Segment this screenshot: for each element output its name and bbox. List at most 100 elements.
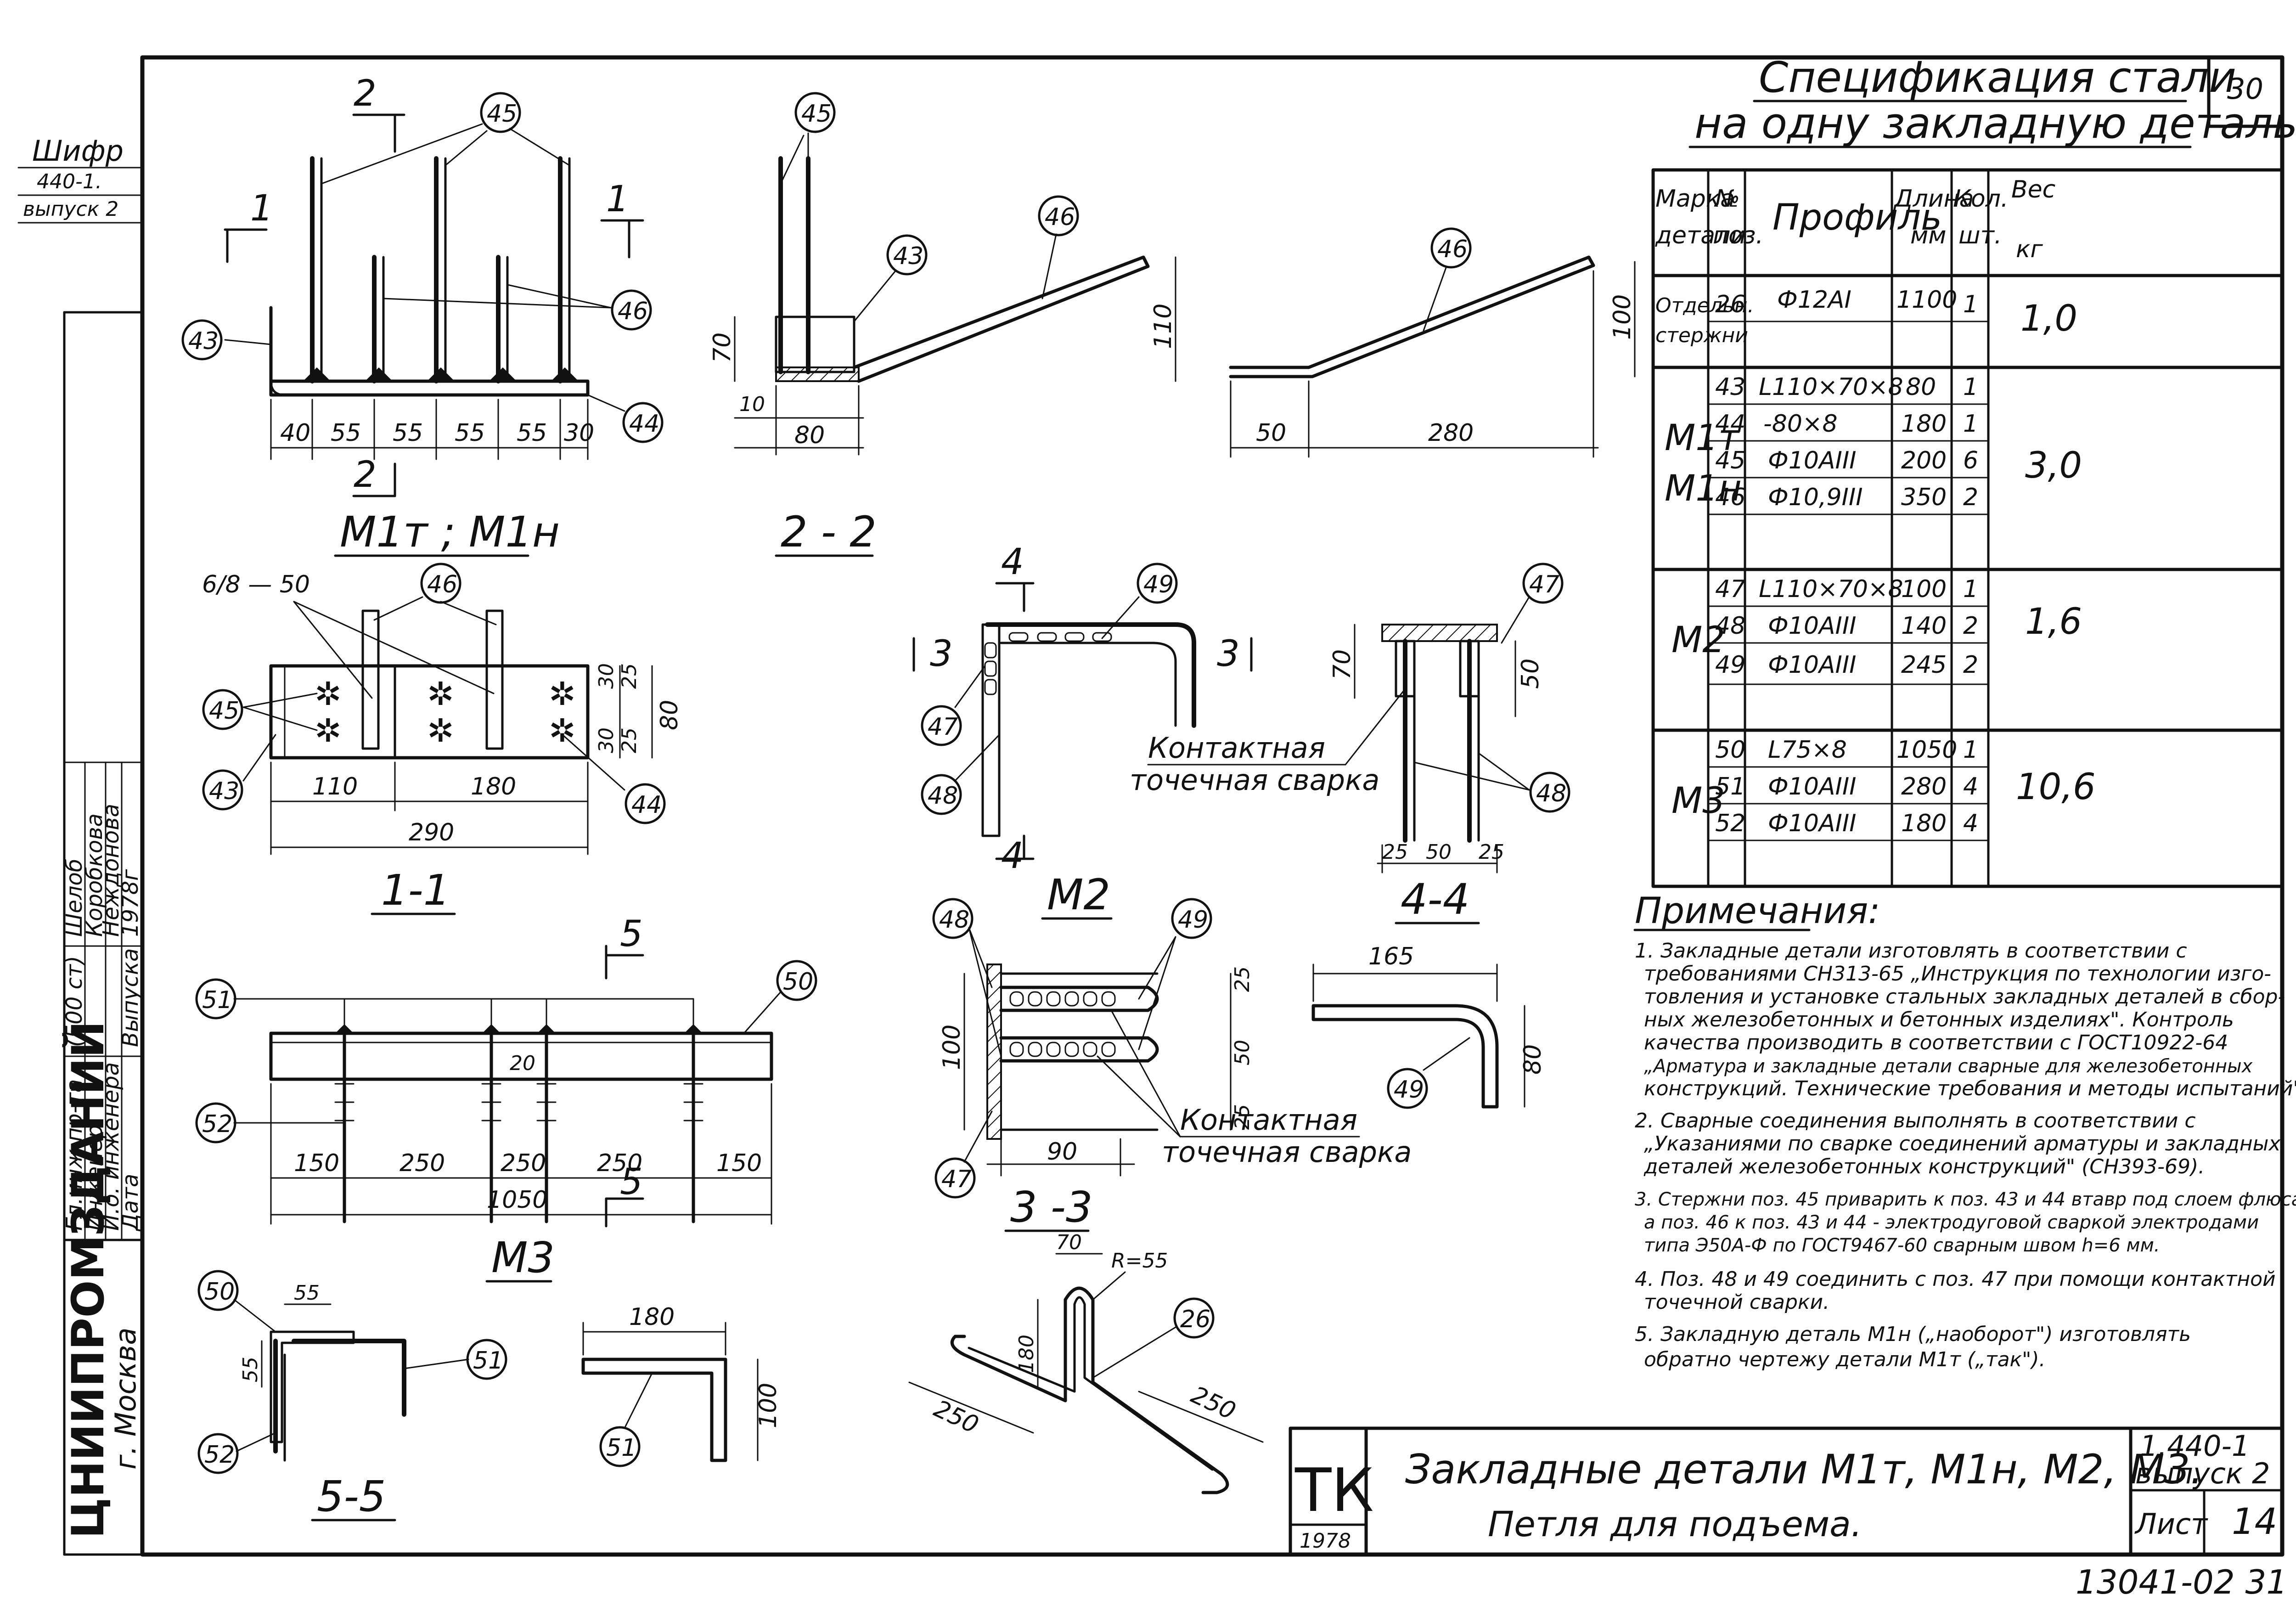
m2-section-4-bottom: 4 <box>1001 835 1024 877</box>
m1-dim-30: 30 <box>564 419 594 447</box>
s11-caption: 1-1 <box>381 866 450 915</box>
g1-r2-length: 200 <box>1901 447 1947 474</box>
bar51-dim-180: 180 <box>629 1303 675 1331</box>
m2-callout-49: 49 <box>1143 571 1174 598</box>
s22-callout-45: 45 <box>801 100 832 128</box>
s55-callout-52: 52 <box>204 1441 235 1469</box>
g3-r1-pos: 51 <box>1715 773 1745 800</box>
org-name: ЦНИИПРОМЗДАНИЙ <box>62 1021 114 1538</box>
s11-weld-note: 6/8 — 50 <box>202 571 310 598</box>
g2-r0-profile: L110×70×8 <box>1759 575 1903 603</box>
g3-r0-profile: L75×8 <box>1768 736 1847 764</box>
hdr-qty-1: Кол. <box>1954 185 2009 213</box>
sign-note-1: (500 ст) <box>62 956 87 1047</box>
hdr-weight-2: кг <box>2016 236 2043 263</box>
g0-r0-qty: 1 <box>1963 291 1978 318</box>
m2-callout-47: 47 <box>928 713 958 741</box>
m1-section-1-left: 1 <box>250 188 273 229</box>
s22-callout-43: 43 <box>893 242 923 270</box>
s22-dim-70: 70 <box>709 332 736 363</box>
g0-mark-1: Отдельн. <box>1655 294 1754 317</box>
s33-dim-100: 100 <box>938 1025 966 1070</box>
g2-r2-profile: Ф10АIII <box>1768 651 1857 679</box>
sheet-title-line2: Петля для подъема. <box>1488 1504 1862 1544</box>
view-m3: 51 50 52 20 150 250 250 250 150 1050 5 5… <box>195 913 817 1283</box>
m2-callout-48: 48 <box>928 782 958 810</box>
view-m1-front: 45 46 43 44 40 55 55 55 55 30 1 1 2 2 <box>181 73 664 557</box>
g0-weight: 1,0 <box>2020 298 2077 339</box>
m3-callout-52: 52 <box>202 1110 232 1138</box>
s11-weld-star-5: ✲ <box>549 675 576 713</box>
s11-callout-45: 45 <box>209 697 239 725</box>
g1-r3-pos: 46 <box>1715 484 1745 511</box>
m3-callout-51: 51 <box>202 986 232 1014</box>
s11-weld-star-4: ✲ <box>427 712 454 749</box>
note-line-1: 1. Закладные детали изготовлять в соотве… <box>1635 939 2187 963</box>
s33-dim-25b: 25 <box>1231 1104 1254 1130</box>
s55-callout-51: 51 <box>473 1347 503 1375</box>
view-m2-section-44: 47 48 70 50 25 50 25 4-4 <box>1328 563 1570 924</box>
view-lift-loop: 70 R=55 180 250 250 26 <box>908 1231 1264 1494</box>
bar51-dim-100: 100 <box>754 1383 782 1428</box>
g1-r0-pos: 43 <box>1715 373 1745 401</box>
g1-mark-2: М1н <box>1665 468 1742 509</box>
g1-r1-length: 180 <box>1901 410 1947 438</box>
g2-mark: М2 <box>1671 620 1725 661</box>
g0-r0-pos: 26 <box>1715 291 1745 318</box>
m1-section-2-bottom: 2 <box>354 454 377 496</box>
weld-note-2-line1: Контактная <box>1180 1103 1357 1137</box>
view-m2: 4 4 3 3 49 47 48 М2 <box>912 541 1253 920</box>
bar49-dim-80: 80 <box>1519 1044 1547 1075</box>
s11-dim-30b: 30 <box>595 727 618 753</box>
note-line-13: типа Э50А-Ф по ГОСТ9467-60 сварным швом … <box>1644 1235 2160 1256</box>
m3-section-5-top: 5 <box>620 913 643 955</box>
m3-dim-250a: 250 <box>400 1149 445 1177</box>
s44-dim-25a: 25 <box>1382 840 1408 864</box>
notes: Примечания: 1. Закладные детали изготовл… <box>1633 890 2296 1371</box>
hdr-pos-2: поз. <box>1713 222 1763 249</box>
s11-dim-180: 180 <box>471 773 516 800</box>
m2-section-4-top: 4 <box>1001 541 1024 583</box>
m1-dim-55d: 55 <box>517 419 547 447</box>
s55-caption: 5-5 <box>317 1472 386 1521</box>
view-m2-section-33: 48 49 47 100 90 25 50 25 3 -3 <box>932 898 1254 1232</box>
note-line-10: деталей железобетонных конструкций" (СН3… <box>1643 1155 2205 1178</box>
loop-dim-180: 180 <box>1015 1335 1038 1373</box>
s11-dim-110: 110 <box>312 773 358 800</box>
view-bar-46: 46 100 50 280 <box>1229 227 1636 458</box>
s55-dim-55a: 55 <box>294 1281 320 1305</box>
m1-section-1-right: 1 <box>606 179 629 220</box>
m3-callout-50: 50 <box>783 968 813 996</box>
m3-caption: М3 <box>491 1233 555 1282</box>
note-line-12: а поз. 46 к поз. 43 и 44 - электродугово… <box>1644 1212 2259 1233</box>
cipher-label: Шифр <box>32 134 124 168</box>
bar46-dim-50: 50 <box>1256 419 1286 447</box>
role-chief-engineer: Гл.инж.пр-та <box>62 1079 87 1231</box>
loop-dim-250-right: 250 <box>1187 1381 1240 1425</box>
m3-section-5-bottom: 5 <box>620 1161 643 1203</box>
g1-r0-profile: L110×70×8 <box>1759 373 1903 401</box>
weld-note-1: Контактная точечная сварка <box>1130 688 1406 797</box>
g2-r0-qty: 1 <box>1963 575 1978 603</box>
view-bar-51: 180 100 51 <box>581 1303 782 1467</box>
spec-title-line2: на одну закладную деталь <box>1694 99 2296 148</box>
g1-r1-profile: -80×8 <box>1763 410 1838 438</box>
sheet-title-line1: Закладные детали М1т, М1н, М2, М3. <box>1405 1446 2203 1493</box>
g2-r1-profile: Ф10АIII <box>1768 612 1857 640</box>
s33-dim-90: 90 <box>1047 1138 1077 1166</box>
m1-callout-44: 44 <box>629 410 659 438</box>
hdr-mark-1: Марка <box>1655 185 1735 213</box>
g2-r1-pos: 48 <box>1715 612 1745 640</box>
g3-r0-length: 1050 <box>1896 736 1957 764</box>
note-line-7: конструкций. Технические требования и ме… <box>1644 1077 2296 1100</box>
s11-dim-25b: 25 <box>618 727 641 753</box>
g1-r3-qty: 2 <box>1963 484 1978 511</box>
bar46-dim-100: 100 <box>1609 294 1636 340</box>
s11-weld-star-3: ✲ <box>427 675 454 713</box>
g3-r0-pos: 50 <box>1715 736 1745 764</box>
notes-title: Примечания: <box>1635 890 1880 932</box>
g3-r1-qty: 4 <box>1963 773 1978 800</box>
s44-callout-47: 47 <box>1529 571 1559 598</box>
s55-callout-50: 50 <box>204 1278 235 1306</box>
note-line-6: „Арматура и закладные детали сварные для… <box>1644 1056 2253 1077</box>
